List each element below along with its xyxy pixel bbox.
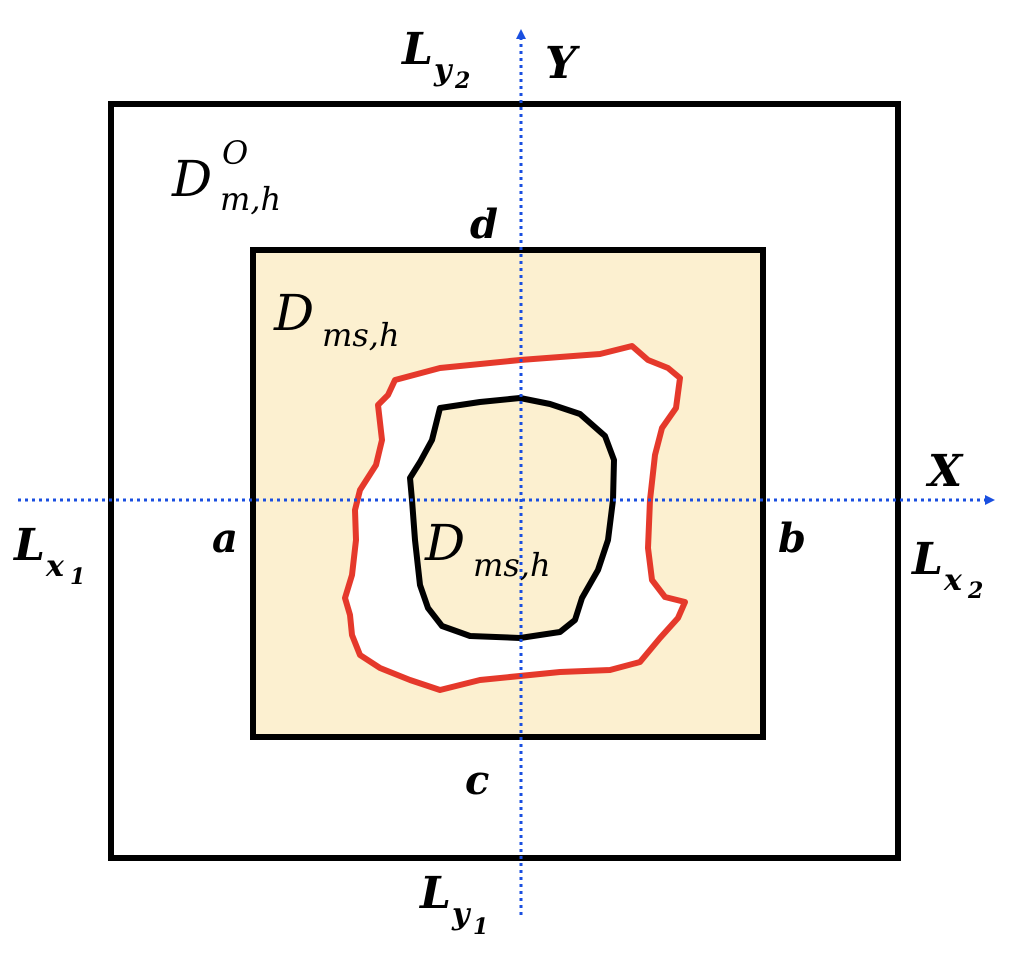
svg-text:ms,h: ms,h (473, 546, 551, 584)
bound-label-d: d (470, 201, 498, 248)
svg-text:2: 2 (454, 68, 470, 94)
inner-domain-label: D ms,h (273, 284, 400, 354)
line-label-lx1: L x 1 (12, 520, 85, 590)
svg-text:ms,h: ms,h (322, 316, 400, 354)
y-axis-label: Y (545, 38, 580, 89)
svg-text:y: y (433, 53, 454, 88)
svg-text:L: L (400, 24, 433, 75)
bound-label-c: c (465, 757, 489, 804)
x-axis-label: X (925, 446, 964, 497)
line-label-ly1: L y 1 (418, 868, 488, 940)
outer-domain-square (108, 101, 901, 861)
svg-text:D: D (424, 514, 465, 572)
line-label-ly2: L y 2 (400, 24, 470, 94)
svg-text:L: L (910, 534, 943, 585)
svg-text:1: 1 (70, 564, 85, 590)
svg-text:y: y (451, 897, 472, 932)
svg-text:D: D (171, 150, 212, 208)
svg-text:O: O (222, 134, 248, 172)
bound-label-a: a (212, 515, 238, 562)
outer-domain-label: D O m,h (171, 134, 281, 218)
core-domain-region (407, 395, 617, 641)
svg-text:m,h: m,h (220, 180, 281, 218)
svg-text:L: L (12, 520, 45, 571)
svg-text:1: 1 (473, 914, 488, 940)
bound-label-b: b (778, 515, 806, 562)
core-domain-label: D ms,h (424, 514, 551, 584)
svg-text:x: x (45, 549, 65, 584)
svg-text:L: L (418, 868, 451, 919)
line-label-lx2: L x 2 (910, 534, 983, 604)
svg-text:x: x (943, 563, 963, 598)
svg-text:2: 2 (967, 578, 983, 604)
svg-text:D: D (273, 284, 314, 342)
